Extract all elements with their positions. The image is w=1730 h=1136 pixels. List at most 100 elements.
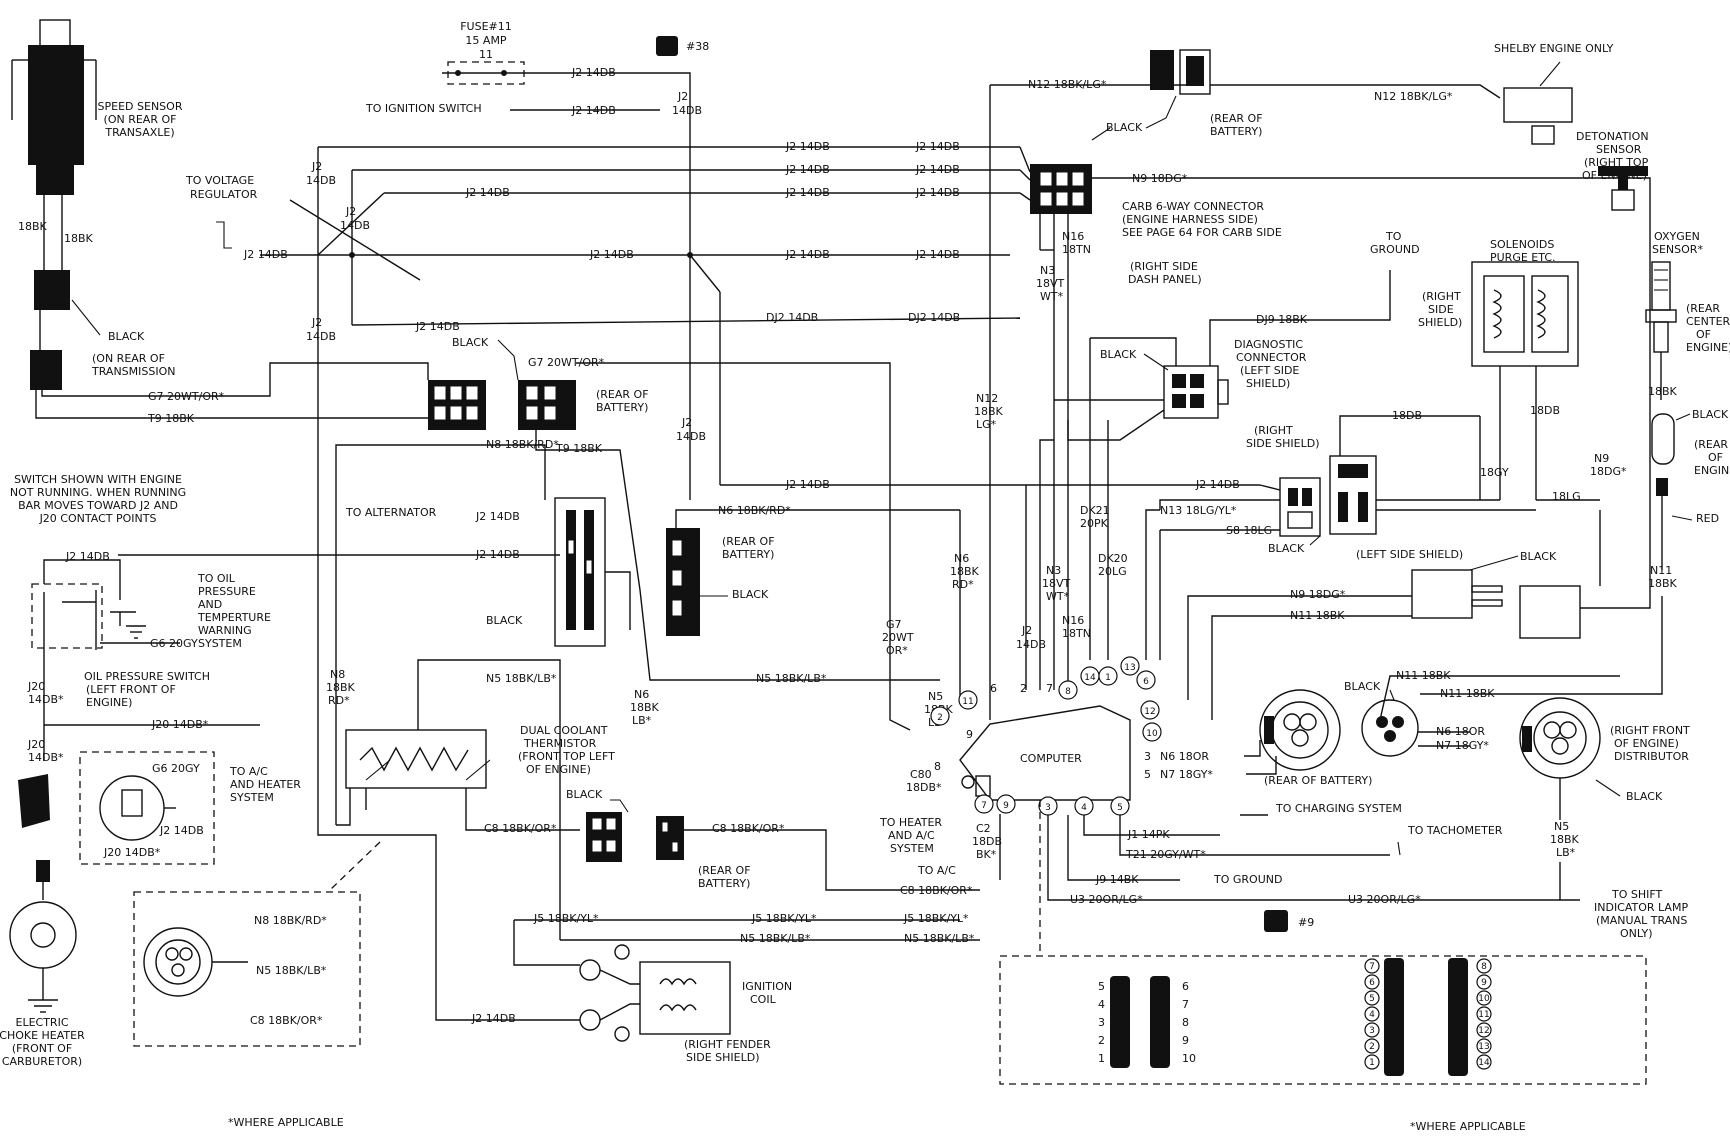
rs-shield-label-3: SHIELD) — [1418, 316, 1462, 329]
wire-n5-left: N5 18BK/LB* — [486, 672, 557, 685]
wire-j2-bus-4a: J2 14DB — [243, 248, 288, 261]
wire-n7-gy-right: N7 18GY* — [1436, 739, 1489, 752]
svg-text:14: 14 — [1478, 1058, 1490, 1068]
thermistor-label-4: OF ENGINE) — [526, 763, 591, 776]
wire-j2-bus-1b: J2 14DB — [915, 140, 960, 153]
fuse-11: FUSE#11 15 AMP 11 — [442, 20, 530, 85]
svg-text:7: 7 — [1369, 962, 1375, 972]
to-charging-label: TO CHARGING SYSTEM — [1275, 802, 1402, 815]
wire-j2-bus-2a: J2 14DB — [785, 163, 830, 176]
trans-black-label: BLACK — [108, 330, 145, 343]
to-oil-label-2: PRESSURE — [198, 585, 256, 598]
badge-38: #38 — [656, 36, 709, 56]
connector-left-shield-black — [1329, 455, 1377, 535]
svg-text:2: 2 — [1098, 1034, 1105, 1047]
carb-6way-connector — [1030, 164, 1092, 214]
svg-text:2: 2 — [1369, 1042, 1375, 1052]
to-shift-label-4: ONLY) — [1620, 927, 1653, 940]
fender-label-2: SIDE SHIELD) — [686, 1051, 759, 1064]
dash-panel-label: (RIGHT SIDE — [1130, 260, 1198, 273]
wire-j2-mid: J2 14DB — [785, 478, 830, 491]
wire-c8-left: C8 18BK/OR* — [484, 822, 557, 835]
wire-j2-bus-1a: J2 14DB — [785, 140, 830, 153]
c2-vert: C2 — [976, 822, 991, 835]
wire-14db-a: 14DB — [306, 174, 336, 187]
dk21-vert: DK21 — [1080, 504, 1110, 517]
thermistor-label-2: THERMISTOR — [523, 737, 597, 750]
connector-left-side-shield — [1411, 569, 1581, 639]
dual-coolant-thermistor — [345, 729, 491, 810]
n6-vert: N6 — [954, 552, 969, 565]
dist-label: (RIGHT FRONT — [1610, 724, 1690, 737]
connector-rear-battery-2 — [666, 528, 700, 636]
choke-label-2: CHOKE HEATER — [0, 1029, 85, 1042]
wire-j2-alt-a: J2 14DB — [475, 510, 520, 523]
j2-vert-b: J2 — [345, 205, 356, 218]
svg-text:10: 10 — [1146, 729, 1158, 739]
rs-shield-label-2: SIDE — [1428, 303, 1454, 316]
n12-vert-3: LG* — [976, 418, 997, 431]
j2-vert-e-2: 14DB — [1016, 638, 1046, 651]
choke-label: ELECTRIC — [16, 1016, 69, 1029]
switch-note: SWITCH SHOWN WITH ENGINE NOT RUNNING. WH… — [10, 473, 186, 525]
wire-j20-mid: J20 14DB* — [151, 718, 209, 731]
pin-7-plain: 7 — [1046, 682, 1053, 695]
alt-black-label: BLACK — [486, 614, 523, 627]
wire-j2-ign: J2 14DB — [571, 104, 616, 117]
speed-sensor — [11, 19, 97, 195]
to-heater-label: TO HEATER — [879, 816, 942, 829]
wire-j2-coil: J2 14DB — [471, 1012, 516, 1025]
svg-text:6: 6 — [1369, 978, 1375, 988]
carb-label-3: SEE PAGE 64 FOR CARB SIDE — [1122, 226, 1282, 239]
n16-vert-2: 18TN — [1062, 243, 1091, 256]
j20-vert-a: J20 — [27, 680, 45, 693]
svg-text:1: 1 — [1105, 673, 1111, 683]
wire-n9-top: N9 18DG* — [1132, 172, 1188, 185]
svg-text:10: 10 — [1478, 994, 1490, 1004]
to-oil-label-4: TEMPERTURE — [197, 611, 271, 624]
svg-text:15 AMP: 15 AMP — [465, 34, 507, 47]
wire-18db-a: 18DB — [1392, 409, 1422, 422]
n16-vert: N16 — [1062, 230, 1084, 243]
svg-text:10: 10 — [1182, 1052, 1196, 1065]
dash-panel-label-2: DASH PANEL) — [1128, 273, 1202, 286]
rear-engine-label-2: OF — [1708, 451, 1723, 464]
wire-j2-bus-4c: J2 14DB — [785, 248, 830, 261]
connector-detail-box — [999, 800, 1647, 1085]
wire-n5-bottom: N5 18BK/LB* — [740, 932, 811, 945]
wire-j2-bus-4d: J2 14DB — [915, 248, 960, 261]
wire-n12-right: N12 18BK/LG* — [1374, 90, 1453, 103]
svg-text:BAR MOVES TOWARD J2 AND: BAR MOVES TOWARD J2 AND — [18, 499, 178, 512]
wire-j2-right: J2 14DB — [1195, 478, 1240, 491]
j20-vert-a-2: 14DB* — [28, 693, 64, 706]
computer-pins: 11 2 8 14 1 13 6 12 10 7 9 3 4 5 — [930, 656, 1162, 816]
n3-vert-3: WT* — [1040, 290, 1064, 303]
dist-label-3: DISTRIBUTOR — [1614, 750, 1689, 763]
wire-j2-bus-5a: J2 14DB — [415, 320, 460, 333]
oxygen-label-2: SENSOR* — [1652, 243, 1703, 256]
j20-vert-b-2: 14DB* — [28, 751, 64, 764]
solenoids-label-2: PURGE ETC. — [1490, 251, 1556, 264]
rear-battery-3b: BATTERY) — [698, 877, 750, 890]
svg-text:6: 6 — [1143, 677, 1149, 687]
temp-sender-box — [79, 751, 215, 865]
wire-n6-or-right: N6 18OR — [1436, 725, 1485, 738]
wire-18lg: 18LG — [1552, 490, 1581, 503]
rb-black-label: BLACK — [1344, 680, 1381, 693]
alternator-connector — [554, 497, 606, 647]
n3b-vert: N3 — [1046, 564, 1061, 577]
diag-label: DIAGNOSTIC — [1234, 338, 1303, 351]
rear-trans-label-2: TRANSMISSION — [91, 365, 175, 378]
diagnostic-connector — [1163, 365, 1229, 419]
dk20-vert-2: 20LG — [1098, 565, 1127, 578]
connector-a-pins: 5 4 3 2 1 — [1098, 980, 1105, 1065]
top-black-label: BLACK — [1106, 121, 1143, 134]
wire-j2-bus-3a: J2 14DB — [465, 186, 510, 199]
rear-center-label-2: CENTER — [1686, 315, 1730, 328]
ls-black-label: BLACK — [1520, 550, 1557, 563]
electric-choke-heater — [9, 774, 77, 1013]
n6b-vert: N6 — [634, 688, 649, 701]
to-shift-label: TO SHIFT — [1611, 888, 1663, 901]
wire-g6-box: G6 20GY — [152, 762, 200, 775]
to-oil-label-5: WARNING — [198, 624, 252, 637]
